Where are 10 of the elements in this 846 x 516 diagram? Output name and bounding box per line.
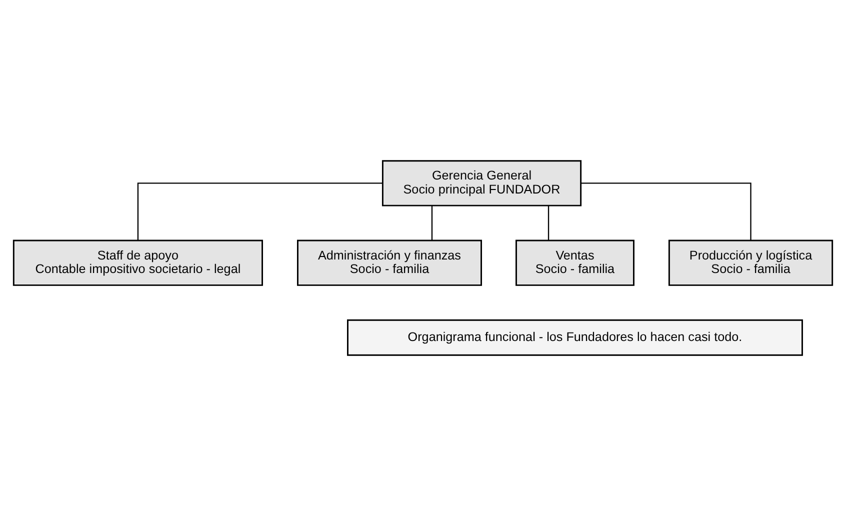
node-box: Producción y logística Socio - familia [668, 240, 834, 286]
connector [431, 206, 433, 240]
node-box: Ventas Socio - familia [516, 240, 634, 286]
node-box: Staff de apoyo Contable impositivo societario - legal [12, 240, 263, 286]
connector [581, 182, 752, 240]
connector [548, 206, 550, 240]
node-box: Gerencia General Socio principal FUNDADOR [382, 160, 582, 206]
connector [137, 182, 382, 240]
node-box: Organigrama funcional - los Fundadores lo hacen casi todo. [347, 319, 803, 356]
node-box: Administración y finanzas Socio - familia [297, 240, 482, 286]
